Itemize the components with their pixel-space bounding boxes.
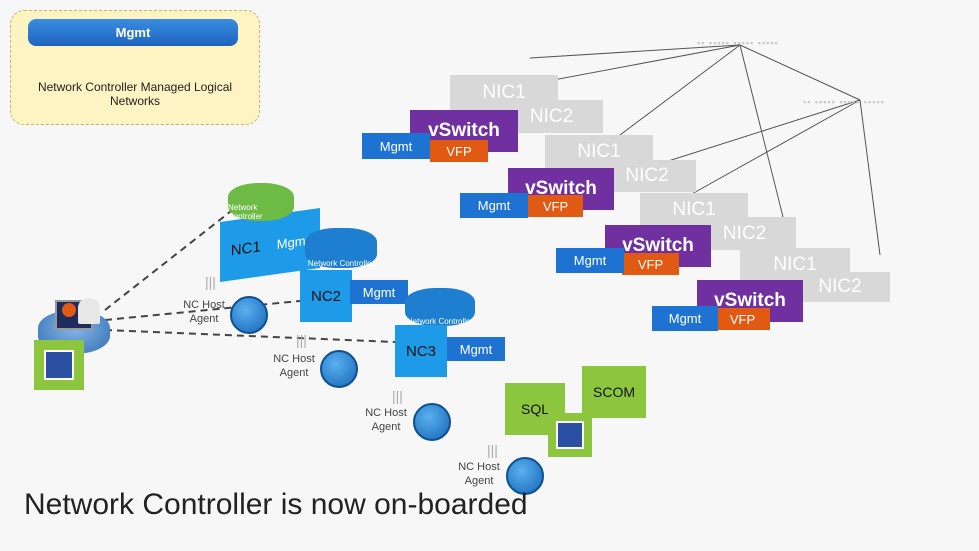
nc3-badge: Network Controller [406,317,474,326]
nc2-mgmt: Mgmt [350,280,408,304]
nc2-label: NC2 [300,270,352,322]
host2-mgmt: Mgmt [460,193,528,218]
host3-vfp: VFP [622,253,679,275]
nc3-network-controller-icon: Network Controller [405,288,475,326]
host4-vfp: VFP [715,308,770,330]
slide-title: Network Controller is now on-boarded [24,488,528,521]
device-icon [556,421,584,449]
agent-connector: ||| [296,332,307,348]
nc-host-agent-label-2: NC Host Agent [273,353,315,379]
legend-text: Network Controller Managed Logical Netwo… [37,80,233,108]
agent-connector: ||| [392,388,403,404]
gear-icon [62,303,76,317]
agent-connector: ||| [487,442,498,458]
admin-tile [34,340,84,390]
nc1-network-controller-icon: Network Controller [228,183,294,221]
nc2-badge: Network Controller [307,259,375,268]
host2-vfp: VFP [528,195,583,217]
globe-icon [320,350,358,388]
scom-server: SCOM [582,366,646,418]
globe-icon [230,296,268,334]
globe-icon [506,457,544,495]
switch-label: ▪▪ ▪▪▪▪▪ ▪▪▪▪▪ ▪▪▪▪▪ [803,97,885,107]
nc3-mgmt: Mgmt [447,337,505,361]
nc2-network-controller-icon: Network Controller [305,228,377,268]
nc-host-agent-label-3: NC Host Agent [365,407,407,433]
host4-nic2: NIC2 [790,272,890,302]
host4-mgmt: Mgmt [652,306,718,331]
agent-connector: ||| [205,274,216,290]
host3-mgmt: Mgmt [556,248,624,273]
nc3-label: NC3 [395,325,447,377]
host2-nic2: NIC2 [598,160,696,192]
host1-mgmt: Mgmt [362,133,430,159]
nc1-badge: Network Controller [228,203,263,221]
mgmt-network-pipe: Mgmt [28,19,238,46]
device-icon [44,350,74,380]
switch-label: ▪▪ ▪▪▪▪▪ ▪▪▪▪▪ ▪▪▪▪▪ [697,38,779,48]
sql-tile [548,413,592,457]
nc1-label: NC1 [230,237,261,260]
globe-icon [413,403,451,441]
host1-vfp: VFP [430,140,488,162]
sql-server: SQL [505,383,565,435]
admin-person-icon [78,298,100,324]
nc-host-agent-label-1: NC Host Agent [183,299,225,325]
nc-host-agent-label-4: NC Host Agent [458,461,500,487]
